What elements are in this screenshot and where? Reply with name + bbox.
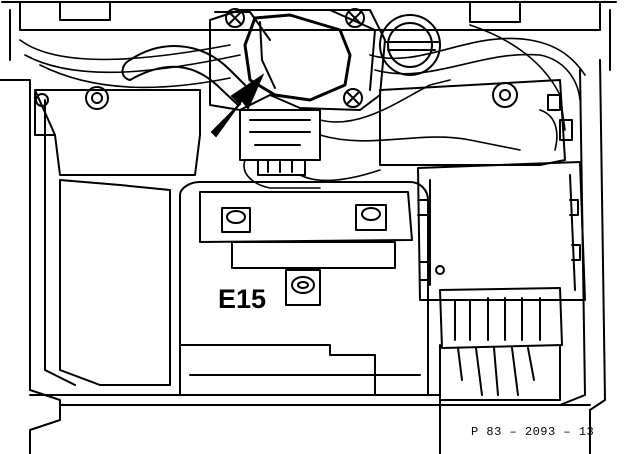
left-fender (0, 79, 61, 454)
boss-left (221, 207, 251, 233)
sensor-body (243, 13, 352, 102)
wire-clip-right-2 (559, 119, 573, 141)
plug-block (439, 287, 563, 349)
right-inner-wall (559, 69, 586, 406)
callout-arrow (210, 73, 265, 138)
housing-back (209, 9, 386, 111)
boss-right (355, 204, 387, 231)
boss-center (285, 269, 321, 306)
relay-box (417, 161, 586, 301)
relay-box-tab-top (417, 199, 429, 216)
housing-flange (214, 9, 376, 91)
cap-component (379, 14, 441, 76)
sensor-edge (259, 21, 276, 89)
hose (129, 45, 246, 106)
figure-reference: P 83 – 2093 – 13 (471, 425, 595, 439)
wiring-harness (19, 24, 586, 189)
bolt-left-small (35, 93, 49, 107)
top-bracket-left (59, 1, 111, 21)
left-reservoir (34, 89, 201, 176)
module-top-panel (199, 191, 413, 243)
top-frame (1, 1, 617, 71)
screw-top-left (225, 8, 245, 28)
left-inner-wall (59, 179, 171, 386)
top-bracket-right (469, 1, 521, 23)
left-reservoir-lip (34, 91, 56, 136)
relay-box-tab-bot (419, 261, 431, 281)
plug-pins (457, 347, 535, 396)
bolt-right (492, 82, 518, 108)
screw-bottom-right (343, 88, 363, 108)
left-fender-inner (44, 99, 76, 386)
connector (239, 109, 321, 161)
connector-plug (257, 159, 306, 176)
wire-clip-right (547, 94, 561, 111)
right-fender (589, 59, 606, 454)
component-callout-label: E15 (218, 284, 267, 314)
module-slot (231, 241, 396, 269)
module-lower-step (179, 344, 376, 396)
relay-clip (569, 199, 581, 261)
right-bracket (379, 79, 566, 166)
bolt-left (85, 86, 109, 110)
screw-top-right (345, 8, 365, 28)
